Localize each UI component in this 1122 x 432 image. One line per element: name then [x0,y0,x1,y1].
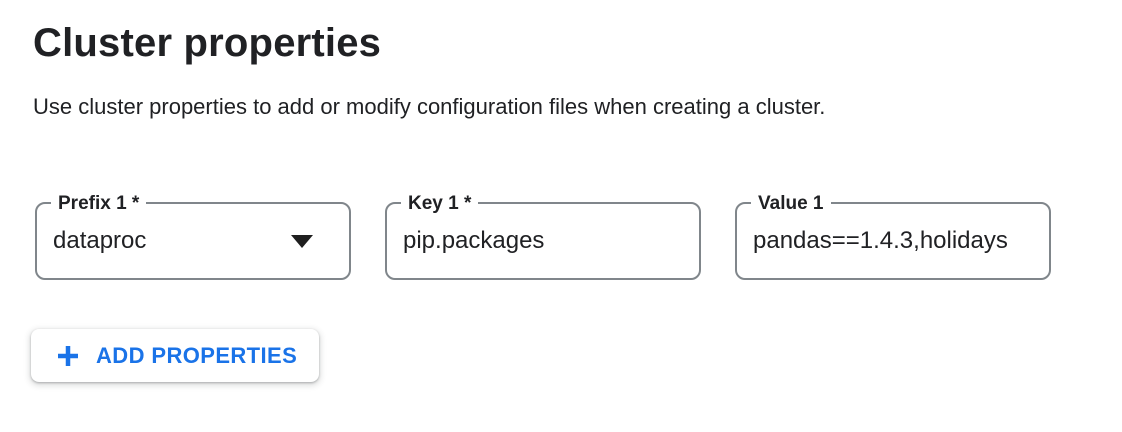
add-properties-button[interactable]: ADD PROPERTIES [31,329,320,382]
arrow-drop-down-icon[interactable] [291,235,313,248]
key-field: Key 1 * [385,192,701,280]
value-input[interactable] [737,204,1049,278]
property-row: Prefix 1 * dataproc Key 1 * Value 1 [35,192,1122,280]
value-label: Value 1 [751,192,831,215]
key-label: Key 1 * [401,192,479,215]
value-field: Value 1 [735,192,1051,280]
prefix-dropdown[interactable]: Prefix 1 * dataproc [35,192,351,280]
key-input[interactable] [387,204,699,278]
cluster-properties-section: Cluster properties Use cluster propertie… [31,21,1122,382]
page-title: Cluster properties [33,21,382,65]
page-description: Use cluster properties to add or modify … [33,94,826,119]
plus-icon [58,345,78,366]
prefix-selected-value: dataproc [53,227,147,254]
prefix-label: Prefix 1 * [51,192,147,215]
add-properties-label: ADD PROPERTIES [96,342,298,368]
